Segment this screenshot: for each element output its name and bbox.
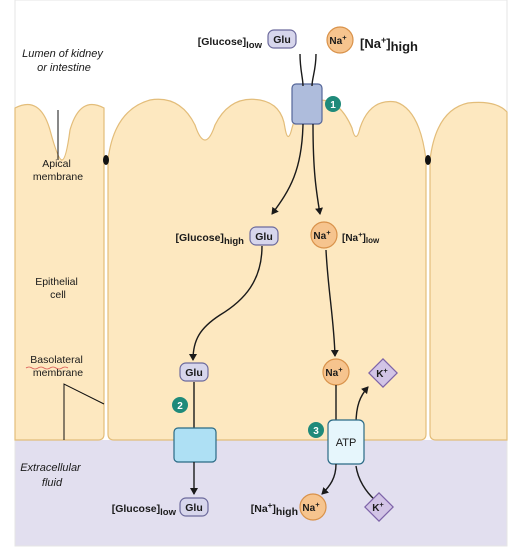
k-sup-inside: +	[383, 366, 388, 375]
step-badge-1	[325, 96, 341, 112]
glucose-low-bottom: [Glucose]low	[112, 503, 177, 518]
extracellular-label-line1: Extracellular	[20, 462, 82, 474]
tight-junction-right	[425, 155, 431, 165]
na-low-mid: [Na+]low	[342, 230, 380, 245]
lumen-label: Lumen of kidney or intestine	[22, 48, 106, 74]
glucose-high-mid-base: [Glucose]	[176, 232, 224, 244]
glucose-molecule-bottom-label: Glu	[185, 502, 203, 514]
lumen-label-line1: Lumen of kidney	[22, 48, 104, 60]
glu-diffusion-arrow	[189, 245, 263, 361]
sodium-ion-mid	[310, 221, 338, 249]
lumen-label-line2: or intestine	[37, 62, 91, 74]
right-epithelial-cell	[429, 101, 508, 441]
potassium-ion-inside-label: K+	[376, 366, 388, 380]
potassium-ion-outside-label: K+	[372, 500, 384, 514]
sodium-ion-mid-label: Na+	[313, 228, 331, 242]
left-epithelial-cell	[14, 103, 105, 441]
na-low-mid-sup: +	[358, 230, 363, 239]
na-diffusion-arrow	[325, 249, 339, 357]
na-low-mid-close: ]	[363, 233, 366, 244]
glucose-low-top-sub: low	[246, 40, 262, 51]
extracellular-area	[15, 440, 507, 546]
glu-to-cell-arrow	[271, 123, 304, 215]
step-badge-1-label: 1	[330, 100, 336, 111]
glut-transporter	[173, 427, 217, 463]
glucose-molecule-mid	[249, 226, 279, 246]
na-sup-top: +	[342, 33, 347, 42]
sodium-ion-bottom-label: Na+	[302, 500, 320, 514]
na-exit-arrow	[321, 463, 337, 495]
glucose-high-mid-sub: high	[224, 236, 244, 247]
glucose-molecule-top	[267, 29, 297, 49]
glucose-low-bottom-base: [Glucose]	[112, 503, 160, 515]
na-high-top: [Na+]high	[360, 35, 418, 54]
step-badge-3-label: 3	[313, 426, 319, 437]
sglt-transporter	[291, 83, 323, 125]
center-epithelial-cell	[107, 98, 427, 441]
na-base-mid: Na	[313, 231, 326, 242]
na-high-top-sub: high	[391, 39, 418, 54]
glucose-high-mid: [Glucose]high	[176, 232, 245, 247]
step-badge-2-label: 2	[177, 401, 183, 412]
glucose-low-bottom-sub: low	[160, 507, 176, 518]
sodium-ion-bottom	[299, 493, 327, 521]
na-high-top-close: ]	[386, 36, 390, 51]
basolateral-label: Basolateral membrane	[30, 354, 85, 379]
step-badge-3	[308, 422, 324, 438]
na-high-bottom-sup: +	[268, 501, 273, 510]
extracellular-label: Extracellular fluid	[20, 462, 84, 489]
glucose-molecule-bottom	[179, 497, 209, 517]
k-sup-outside: +	[379, 500, 384, 509]
glucose-low-top: [Glucose]low	[198, 36, 263, 51]
na-high-top-sup: +	[381, 35, 386, 45]
na-base-top: Na	[329, 36, 342, 47]
basolateral-label-line1: Basolateral	[30, 354, 83, 366]
na-sup-bottom: +	[315, 500, 320, 509]
na-base-bottom: Na	[302, 503, 315, 514]
spellcheck-underline	[25, 366, 69, 370]
step-badge-2	[172, 397, 188, 413]
na-sup-lower: +	[338, 365, 343, 374]
na-k-atpase	[327, 419, 365, 465]
na-high-bottom-close: ]	[272, 503, 276, 515]
na-base-lower: Na	[325, 368, 338, 379]
glucose-low-top-base: [Glucose]	[198, 36, 246, 48]
epithelial-label-line2: cell	[50, 289, 66, 301]
glucose-molecule-top-label: Glu	[273, 34, 291, 46]
sodium-ion-lower-label: Na+	[325, 365, 343, 379]
na-low-mid-open: [Na	[342, 233, 359, 244]
na-high-bottom-sub: high	[276, 506, 298, 518]
na-to-cell-arrow	[312, 123, 323, 215]
apical-label: Apical membrane	[33, 158, 83, 183]
k-base-inside: K	[376, 369, 384, 380]
glucose-molecule-lower	[179, 362, 209, 382]
potassium-ion-outside	[364, 492, 394, 522]
epithelial-label-line1: Epithelial	[35, 276, 78, 288]
na-high-bottom: [Na+]high	[251, 501, 298, 518]
potassium-ion-inside	[368, 358, 398, 388]
k-base-outside: K	[372, 503, 380, 514]
extracellular-label-line2: fluid	[42, 477, 63, 489]
atp-label: ATP	[336, 437, 357, 449]
na-entry-line	[311, 53, 317, 87]
epithelial-label: Epithelial cell	[35, 276, 81, 301]
glu-entry-line	[299, 53, 304, 87]
basolateral-label-line2: membrane	[33, 367, 83, 379]
basolateral-pointer	[63, 383, 105, 440]
sodium-ion-top	[326, 26, 354, 54]
na-high-top-open: [Na	[360, 36, 382, 51]
na-low-mid-sub: low	[366, 236, 380, 245]
apical-label-line1: Apical	[42, 158, 71, 170]
k-entry-line	[355, 465, 376, 501]
lumen-area	[15, 0, 507, 118]
tight-junction-left	[103, 155, 109, 165]
apical-label-line2: membrane	[33, 171, 83, 183]
na-high-bottom-open: [Na	[251, 503, 268, 515]
glucose-molecule-mid-label: Glu	[255, 231, 273, 243]
na-sup-mid: +	[326, 228, 331, 237]
sodium-ion-top-label: Na+	[329, 33, 347, 47]
glucose-molecule-lower-label: Glu	[185, 367, 203, 379]
